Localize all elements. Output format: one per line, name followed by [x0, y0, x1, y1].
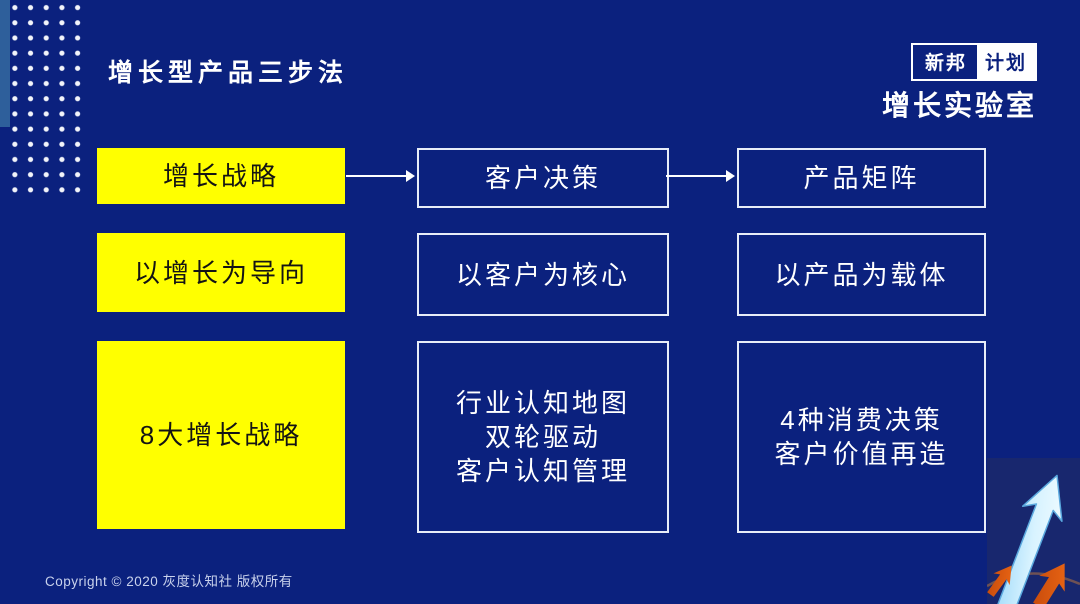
brand-logo: 新邦 计划 增长实验室: [882, 43, 1037, 124]
orange-arrow-small-icon: [987, 565, 1012, 597]
copyright-text: Copyright © 2020 灰度认知社 版权所有: [45, 574, 293, 589]
big-up-arrow-icon: [989, 474, 1063, 604]
consumer-decision-box: 4种消费决策 客户价值再造: [737, 341, 986, 533]
flow-arrow-connector-2: [666, 170, 735, 182]
orange-arrow-large-icon: [1033, 563, 1065, 604]
growth-oriented-box: 以增长为导向: [97, 233, 345, 312]
customer-core-box: 以客户为核心: [417, 233, 669, 316]
customer-decision-box: 客户决策: [417, 148, 669, 208]
brand-name: 增长实验室: [881, 90, 1037, 121]
brand-badge-right: 计划: [976, 45, 1035, 79]
product-matrix-box: 产品矩阵: [737, 148, 986, 208]
industry-cognition-box: 行业认知地图 双轮驱动 客户认知管理: [417, 341, 669, 533]
product-carrier-box: 以产品为载体: [737, 233, 986, 316]
eight-growth-strategies-box: 8大增长战略: [97, 341, 345, 529]
brand-badge: 新邦 计划: [910, 43, 1037, 81]
growth-arrow-art: [987, 458, 1080, 604]
left-accent-bar: [0, 0, 10, 127]
page-title: 增长型产品三步法: [108, 59, 349, 87]
flow-arrow-connector-1: [346, 170, 415, 182]
decorative-dot-grid: [7, 0, 87, 194]
growth-strategy-box: 增长战略: [97, 148, 345, 204]
brand-badge-left: 新邦: [924, 53, 967, 74]
